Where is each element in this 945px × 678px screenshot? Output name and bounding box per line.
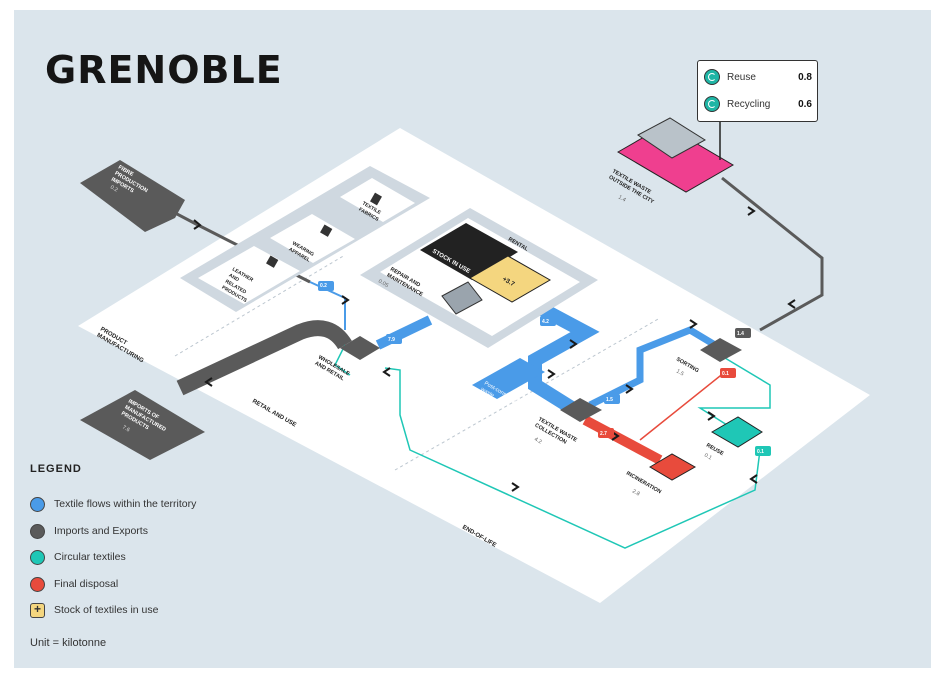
flow-badge-sorting-out: 1.4: [737, 331, 744, 337]
reuse-row-value: 0.8: [798, 71, 812, 83]
reuse-value: 0.1: [703, 453, 713, 462]
page-title: GRENOBLE: [45, 48, 283, 92]
legend-item-disposal: Final disposal: [30, 575, 118, 593]
sewing-machine-icon: [441, 281, 483, 315]
sorting-out-badge: [735, 328, 751, 338]
manufactured-imports-value: 7.6: [121, 425, 131, 434]
process-nodes: [340, 117, 763, 481]
collection-node: [560, 398, 602, 422]
legend-item-imports: Imports and Exports: [30, 522, 148, 540]
legend-swatch: [30, 496, 45, 512]
flow-arrows: [193, 206, 796, 492]
flow-badge-wholesale: 7.9: [388, 337, 395, 343]
fibre-imports-value: 0.2: [109, 185, 119, 194]
fabric-icon: [370, 192, 382, 206]
to-collection-badge: [540, 316, 556, 326]
collection-value: 4.2: [533, 437, 543, 446]
sorting-node: [700, 338, 742, 362]
fibre-flow-badge: [318, 281, 334, 291]
waste-container-icon: [637, 117, 706, 159]
flow-badge-reuse: 0.1: [757, 449, 764, 455]
wholesale-node: [340, 336, 380, 360]
recycling-row-label: Recycling: [727, 98, 771, 110]
use-to-collection-flow: [521, 293, 600, 416]
section-divider: [394, 317, 661, 471]
wearing-apparel-box: [270, 214, 355, 263]
flow-badges: [318, 281, 771, 456]
reuse-loop-flow: [384, 367, 761, 549]
use-group: [360, 208, 598, 348]
stock-value-box: [468, 255, 552, 303]
collection-incineration-badge: [598, 428, 614, 438]
reuse-node: [710, 416, 763, 448]
repair-value: 0.05: [377, 279, 389, 290]
collection-sorting-badge: [604, 394, 620, 404]
legend-swatch: [30, 549, 45, 565]
flow-badge-fibre: 0.2: [320, 283, 327, 289]
legend-item-territory: Textile flows within the territory: [30, 495, 196, 513]
export-flow: [721, 176, 824, 332]
fibre-imports-tag: [80, 160, 185, 232]
post-consumer-label-bg: [472, 358, 545, 399]
recycling-icon: [704, 96, 720, 112]
outside-city-label: TEXTILE WASTEOUTSIDE THE CITY: [608, 169, 659, 206]
flow-badge-collection: 4.2: [542, 319, 549, 325]
leather-icon: [266, 255, 279, 268]
collection-to-sorting-flow: [588, 326, 717, 409]
recycling-row: Recycling 0.6: [704, 94, 812, 114]
incineration-node: [649, 453, 697, 481]
outside-city-box: Reuse 0.8 Recycling 0.6: [697, 60, 818, 122]
reuse-icon: [704, 69, 720, 85]
flow-badge-sorting-incineration: 0.1: [722, 371, 729, 377]
manufactured-import-flow: [176, 320, 352, 396]
legend-swatch: [30, 523, 45, 539]
flow-badge-sorting: 1.5: [606, 397, 613, 403]
legend-item-stock: +Stock of textiles in use: [30, 601, 158, 619]
legend-swatch: [30, 576, 45, 592]
legend-title: LEGEND: [30, 463, 82, 475]
sorting-incineration-badge: [720, 368, 736, 378]
recycling-row-value: 0.6: [798, 98, 812, 110]
manufacturing-group: [180, 166, 430, 312]
outside-city-value: 1.4: [617, 195, 627, 204]
collection-to-incineration-flow: [582, 415, 663, 465]
reuse-to-wholesale-flow: [334, 344, 351, 376]
reuse-flow-badge: [755, 446, 771, 456]
reuse-row: Reuse 0.8: [704, 67, 812, 87]
apparel-icon: [320, 224, 333, 237]
legend-item-circular: Circular textiles: [30, 548, 126, 566]
unit-note: Unit = kilotonne: [30, 637, 107, 649]
wholesale-in-badge: [386, 334, 402, 344]
section-divider: [174, 254, 346, 357]
sorting-to-incineration-flow: [639, 371, 726, 441]
reuse-row-label: Reuse: [727, 71, 756, 83]
manufactured-imports-tag: [80, 390, 205, 460]
legend-stock-icon: +: [30, 602, 45, 618]
sorting-value: 1.5: [675, 369, 685, 378]
incineration-value: 2.8: [631, 489, 641, 498]
flow-badge-incineration: 2.7: [600, 431, 607, 437]
